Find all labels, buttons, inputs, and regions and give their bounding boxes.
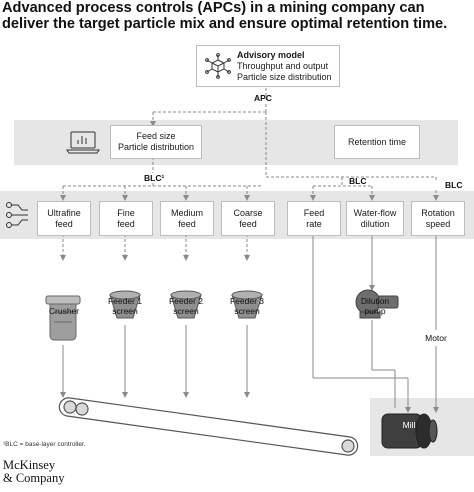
blc-label-center: BLC: [349, 176, 367, 186]
feeder3-label: Feeder 3 screen: [229, 296, 265, 316]
feeder-drawings: [109, 290, 263, 319]
advisory-line2: Particle size distribution: [237, 71, 332, 82]
crusher-label: Crusher: [48, 306, 80, 316]
logo-line2: & Company: [3, 471, 65, 485]
controller-coarse-feed: Coarse feed: [221, 201, 275, 236]
dilution-pump-label: Dilution pump: [360, 296, 390, 316]
conveyor-belt: [58, 397, 359, 456]
controller-fine-feed: Fine feed: [99, 201, 153, 236]
feed-size-box: Feed size Particle distribution: [110, 125, 202, 159]
blc-label-right: BLC: [445, 180, 463, 190]
mckinsey-logo: McKinsey & Company: [3, 459, 64, 485]
page-title: Advanced process controls (APCs) in a mi…: [2, 0, 448, 32]
retention-time-box: Retention time: [334, 125, 420, 159]
blc-label-left: BLC¹: [144, 173, 165, 183]
mill-label: Mill: [402, 420, 416, 430]
advisory-line1: Throughput and output: [237, 60, 329, 71]
controller-water-flow-dilution: Water-flow dilution: [346, 201, 404, 236]
motor-label: Motor: [425, 333, 447, 343]
feeder2-label: Feeder 2 screen: [168, 296, 204, 316]
laptop-chart-icon: [66, 131, 100, 154]
footnote: ¹BLC = base-layer controller.: [3, 441, 86, 448]
logo-line1: McKinsey: [3, 458, 56, 472]
controller-feed-rate: Feed rate: [287, 201, 341, 236]
controller-rotation-speed: Rotation speed: [411, 201, 465, 236]
circuit-icon: [6, 202, 28, 228]
apc-label: APC: [254, 93, 272, 103]
crusher-drawing: [45, 295, 81, 341]
mill-drawing: [381, 413, 438, 449]
advisory-model-box: Advisory model Throughput and output Par…: [196, 45, 340, 87]
controller-ultrafine-feed: Ultrafine feed: [37, 201, 91, 236]
pump-drawing: [355, 289, 399, 319]
advisory-heading: Advisory model: [237, 49, 305, 60]
feeder1-label: Feeder 1 screen: [107, 296, 143, 316]
network-cube-icon: [205, 53, 231, 79]
controller-medium-feed: Medium feed: [160, 201, 214, 236]
